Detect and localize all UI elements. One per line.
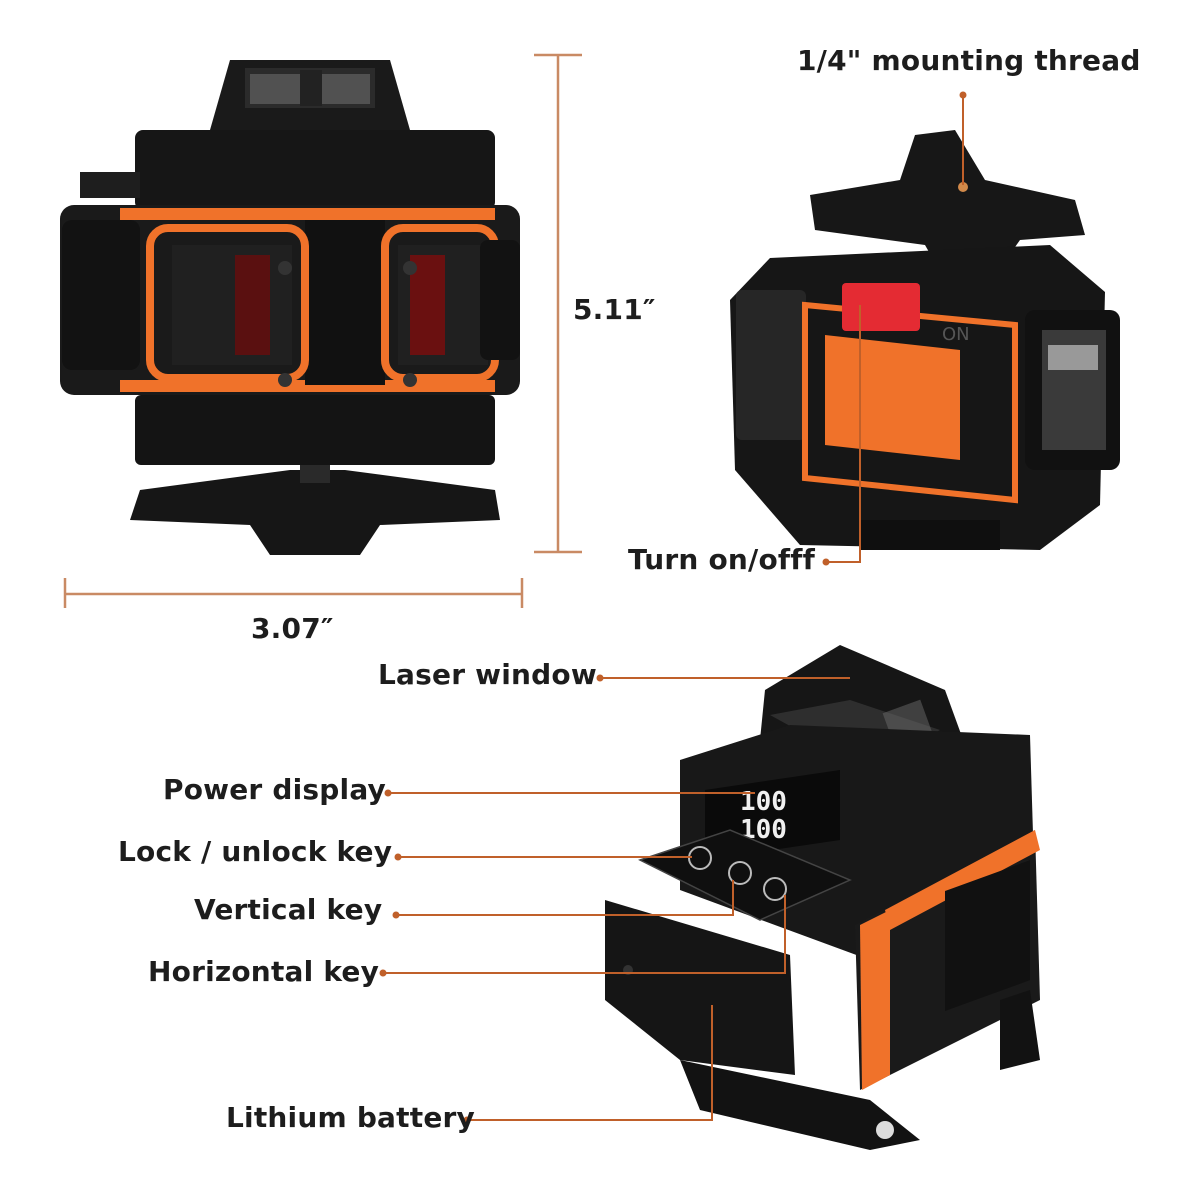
power-display-label: Power display — [163, 773, 387, 806]
display-line-1: 100 — [740, 787, 787, 817]
horizontal-key-button — [763, 877, 787, 901]
width-dimension-line — [63, 578, 524, 608]
bottom-view-laser-level: 100 100 — [605, 645, 1040, 1150]
vertical-key-leader-line — [392, 880, 734, 919]
mounting-thread-label: 1/4" mounting thread — [797, 44, 1141, 77]
height-dimension-line — [534, 53, 582, 554]
horizontal-key-leader-line — [379, 895, 786, 977]
side-view-laser-level: ON — [730, 130, 1120, 550]
power-display-leader-line — [384, 789, 755, 797]
vertical-key-button — [728, 861, 752, 885]
thread-leader-line — [959, 91, 967, 185]
vertical-key-label: Vertical key — [194, 893, 383, 926]
lock-unlock-key-label: Lock / unlock key — [118, 835, 393, 868]
laser-window-label: Laser window — [378, 658, 597, 691]
switch-on-text: ON — [942, 324, 970, 345]
lithium-battery-label: Lithium battery — [226, 1101, 475, 1134]
laser-window-leader-line — [596, 674, 850, 682]
width-dimension-label: 3.07″ — [251, 612, 334, 645]
battery-leader-line — [463, 1005, 713, 1124]
front-view-laser-level — [60, 60, 520, 555]
horizontal-key-label: Horizontal key — [148, 955, 380, 988]
power-switch — [842, 283, 920, 331]
height-dimension-label: 5.11″ — [573, 293, 656, 326]
lock-key-leader-line — [394, 853, 692, 861]
turn-on-off-label: Turn on/offf — [628, 543, 816, 576]
switch-leader-line — [822, 305, 861, 566]
